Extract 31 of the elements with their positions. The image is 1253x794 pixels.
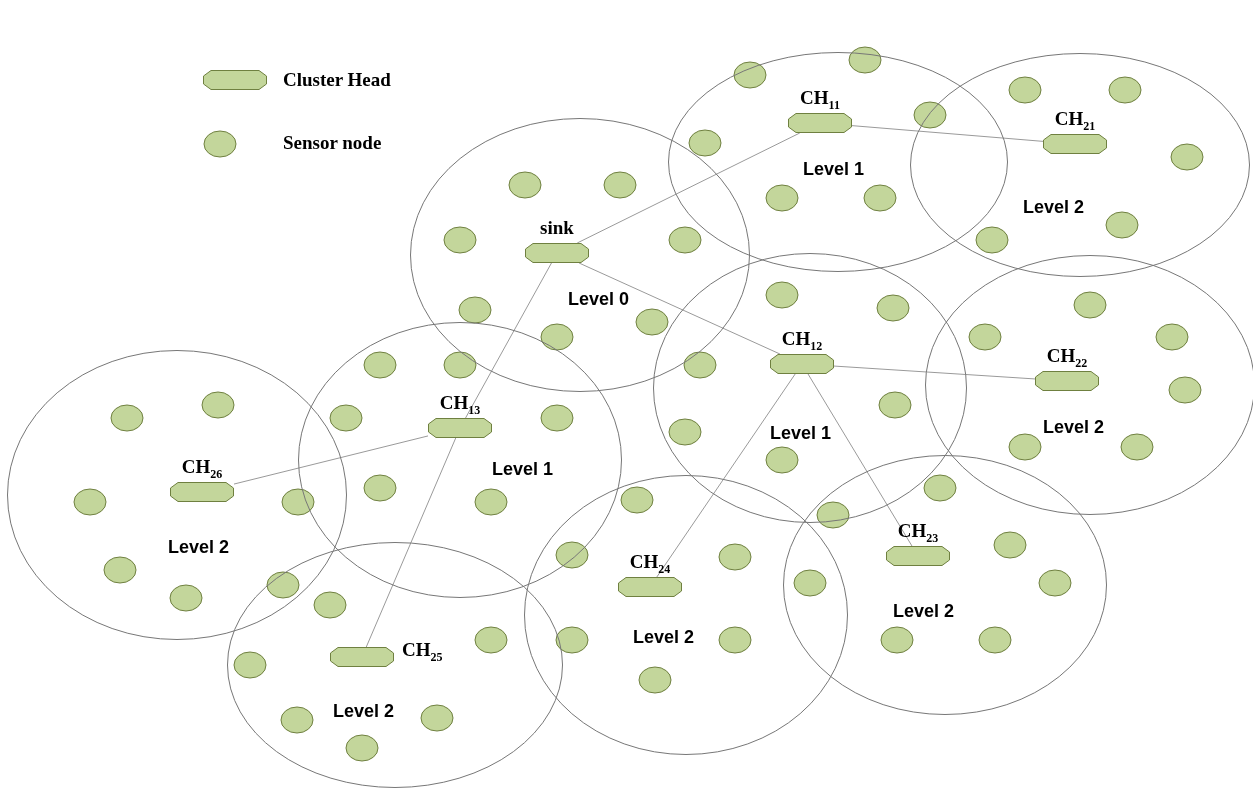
- connection-line: [807, 373, 913, 547]
- level-label: Level 1: [770, 423, 832, 444]
- cluster-head-label: CH$_{23}$: [896, 520, 940, 547]
- connection-line: [656, 373, 796, 578]
- connection-line: [365, 437, 457, 648]
- connection-line: [233, 435, 429, 485]
- level-label: Level 2: [333, 701, 395, 722]
- cluster-head-label: CH$_{21}$: [1053, 108, 1097, 135]
- legend-label: Cluster Head: [283, 69, 391, 91]
- connection-line: [578, 262, 781, 355]
- level-label: Level 0: [568, 289, 630, 310]
- connection-line: [833, 365, 1036, 380]
- connection-line: [576, 132, 801, 244]
- level-label: Level 1: [803, 159, 865, 180]
- legend-label: Sensor node: [283, 132, 382, 154]
- level-label: Level 2: [1023, 197, 1085, 218]
- level-label: Level 2: [168, 537, 230, 558]
- level-label: Level 2: [1043, 417, 1105, 438]
- cluster-head-label: CH$_{24}$: [628, 551, 672, 578]
- level-label: Level 2: [893, 601, 955, 622]
- cluster-head-label: CH$_{13}$: [438, 392, 482, 419]
- connection-line: [465, 262, 552, 419]
- level-label: Level 2: [633, 627, 695, 648]
- connection-line: [851, 125, 1044, 142]
- level-label: Level 1: [492, 459, 554, 480]
- cluster-head-label: CH$_{26}$: [180, 456, 224, 483]
- cluster-head-label: CH$_{25}$: [402, 639, 443, 666]
- cluster-head-label: CH$_{11}$: [799, 87, 841, 114]
- cluster-head-label: CH$_{12}$: [780, 328, 824, 355]
- cluster-head-label: sink: [539, 217, 575, 239]
- cluster-head-label: CH$_{22}$: [1045, 345, 1089, 372]
